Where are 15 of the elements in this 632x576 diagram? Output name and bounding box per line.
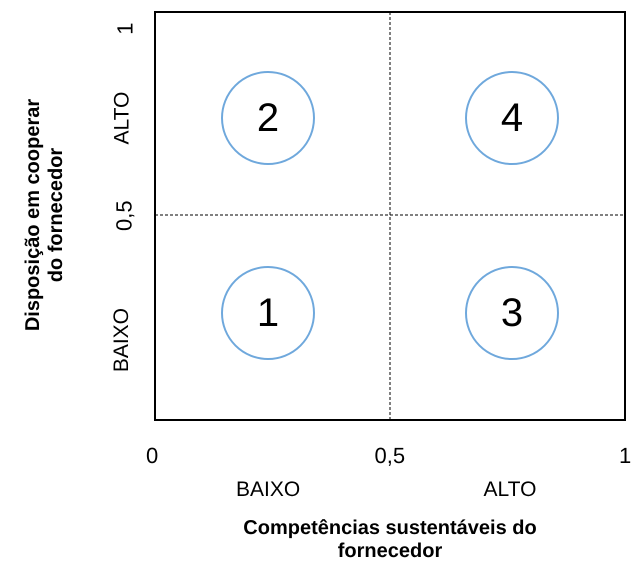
axis-title: Disposição em cooperar do fornecedor <box>22 98 68 334</box>
axis-tick-label: 0,5 <box>374 442 406 468</box>
axis-level-label: ALTO <box>484 478 536 502</box>
axis-tick-label: 1 <box>112 22 138 34</box>
axis-title: Competências sustentáveis do fornecedor <box>242 517 538 563</box>
axis-tick-label: 0 <box>146 442 158 468</box>
axis-level-label: ALTO <box>110 92 134 145</box>
quadrant-number: 1 <box>256 290 280 336</box>
quadrant-number: 3 <box>500 290 524 336</box>
quadrant-number: 4 <box>500 96 524 140</box>
axis-level-label: BAIXO <box>110 308 134 372</box>
axis-level-label: BAIXO <box>236 478 300 502</box>
axis-tick-label: 1 <box>619 442 632 468</box>
quadrant-number: 2 <box>256 96 280 140</box>
axis-tick-label: 0,5 <box>111 200 136 230</box>
